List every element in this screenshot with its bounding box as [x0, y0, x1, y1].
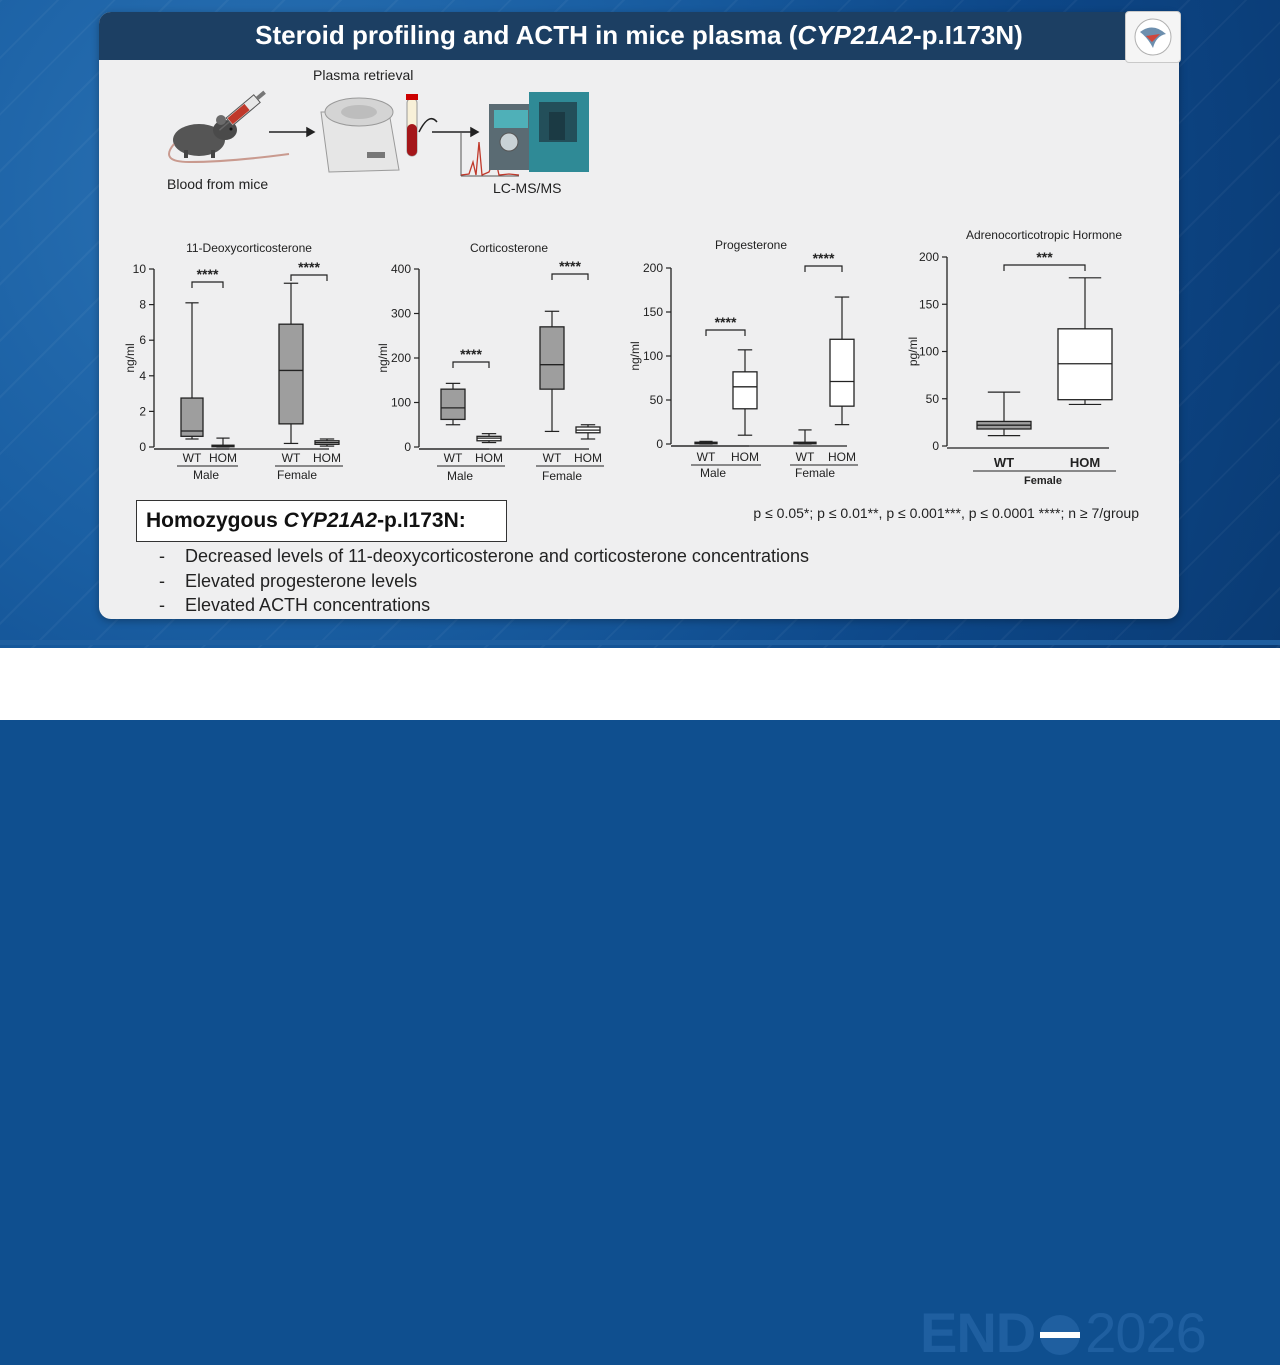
- step-blood-from-mice: Blood from mice: [167, 176, 269, 192]
- y-tick-label: 8: [139, 298, 146, 312]
- y-tick-label: 400: [391, 262, 411, 276]
- slide-title: Steroid profiling and ACTH in mice plasm…: [255, 20, 1023, 50]
- y-tick-label: 4: [139, 369, 146, 383]
- significance-label: ****: [813, 250, 835, 266]
- chart-title: Corticosterone: [470, 241, 548, 255]
- box: [180, 397, 204, 437]
- summary-heading-box: Homozygous CYP21A2-p.I173N:: [136, 500, 507, 542]
- group-label: Female: [1024, 475, 1062, 487]
- y-axis-label: ng/ml: [628, 341, 642, 370]
- significance-bracket: [290, 274, 328, 281]
- significance-bracket: [452, 361, 490, 368]
- significance-bracket: [551, 273, 589, 280]
- list-item: -Elevated ACTH concentrations: [159, 595, 431, 615]
- significance-label: ****: [460, 346, 482, 362]
- syringe-icon: [218, 90, 266, 131]
- x-tick-label: WT: [543, 451, 562, 465]
- x-tick-label: HOM: [731, 450, 759, 464]
- y-axis-label: pg/ml: [906, 337, 920, 366]
- significance-label: ***: [1036, 249, 1053, 265]
- x-tick-label: WT: [444, 451, 463, 465]
- y-tick-label: 0: [404, 440, 411, 454]
- y-axis-label: ng/ml: [123, 343, 137, 372]
- x-tick-label: HOM: [475, 451, 503, 465]
- y-tick-label: 2: [139, 404, 146, 418]
- significance-label: ****: [197, 266, 219, 282]
- centrifuge-icon: [320, 97, 400, 173]
- x-tick-label: WT: [282, 451, 301, 465]
- slide-panel: Steroid profiling and ACTH in mice plasm…: [99, 12, 1179, 619]
- x-tick-label: WT: [183, 451, 202, 465]
- workflow-illustration: [168, 90, 589, 177]
- significance-label: ****: [715, 314, 737, 330]
- y-tick-label: 200: [391, 351, 411, 365]
- y-tick-label: 100: [919, 345, 939, 359]
- chart-title: Progesterone: [715, 238, 787, 252]
- significance-bracket: [191, 281, 224, 288]
- significance-bracket: [804, 265, 843, 272]
- y-tick-label: 100: [391, 396, 411, 410]
- x-tick-label: HOM: [828, 450, 856, 464]
- y-tick-label: 0: [139, 440, 146, 454]
- summary-heading: Homozygous CYP21A2-p.I173N:: [146, 509, 466, 532]
- x-tick-label: WT: [994, 455, 1014, 470]
- y-tick-label: 0: [932, 439, 939, 453]
- x-tick-label: HOM: [574, 451, 602, 465]
- summary-bullets: -Decreased levels of 11-deoxycorticoster…: [159, 546, 809, 619]
- y-tick-label: 100: [643, 349, 663, 363]
- list-item: -Elevated progesterone levels: [159, 570, 418, 591]
- box: [829, 338, 855, 407]
- blood-tube-icon: [406, 94, 418, 157]
- x-tick-label: WT: [796, 450, 815, 464]
- group-label: Female: [542, 469, 582, 483]
- y-tick-label: 150: [919, 297, 939, 311]
- y-tick-label: 50: [926, 392, 940, 406]
- mouse-icon: [168, 115, 290, 164]
- chart-title: 11-Deoxycorticosterone: [186, 241, 312, 255]
- step-lcms: LC-MS/MS: [493, 180, 562, 196]
- y-tick-label: 6: [139, 333, 146, 347]
- society-logo: [1125, 11, 1181, 63]
- globe-icon: [1040, 1315, 1081, 1355]
- y-tick-label: 10: [133, 262, 147, 276]
- list-item: -Decreased levels of 11-deoxycorticoster…: [159, 546, 810, 566]
- y-tick-label: 300: [391, 307, 411, 321]
- chart-title: Adrenocorticotropic Hormone: [966, 228, 1122, 242]
- significance-bracket: [705, 329, 746, 336]
- lcms-instrument-icon: [489, 92, 589, 172]
- x-tick-label: HOM: [209, 451, 237, 465]
- group-label: Female: [277, 468, 317, 482]
- box: [278, 323, 304, 425]
- chromatogram-icon: [460, 132, 520, 177]
- significance-label: ****: [559, 258, 581, 274]
- group-label: Female: [795, 466, 835, 480]
- y-tick-label: 50: [650, 393, 664, 407]
- x-tick-label: HOM: [1070, 455, 1100, 470]
- footer-stripe: [0, 640, 1280, 645]
- y-tick-label: 0: [656, 437, 663, 451]
- step-plasma-retrieval: Plasma retrieval: [313, 67, 414, 83]
- box: [732, 371, 758, 410]
- box: [539, 326, 565, 390]
- y-tick-label: 200: [643, 261, 663, 275]
- arrow-icon: [418, 117, 480, 138]
- title-bar: Steroid profiling and ACTH in mice plasm…: [99, 12, 1179, 60]
- x-tick-label: WT: [697, 450, 716, 464]
- x-tick-label: HOM: [313, 451, 341, 465]
- significance-note: p ≤ 0.05*; p ≤ 0.01**, p ≤ 0.001***, p ≤…: [753, 505, 1139, 521]
- y-tick-label: 150: [643, 305, 663, 319]
- significance-label: ****: [298, 259, 320, 275]
- y-axis-label: ng/ml: [376, 343, 390, 372]
- significance-bracket: [1003, 264, 1086, 271]
- group-label: Male: [700, 466, 726, 480]
- group-label: Male: [193, 468, 219, 482]
- group-label: Male: [447, 469, 473, 483]
- y-tick-label: 200: [919, 250, 939, 264]
- box: [440, 388, 466, 421]
- arrow-icon: [269, 126, 316, 138]
